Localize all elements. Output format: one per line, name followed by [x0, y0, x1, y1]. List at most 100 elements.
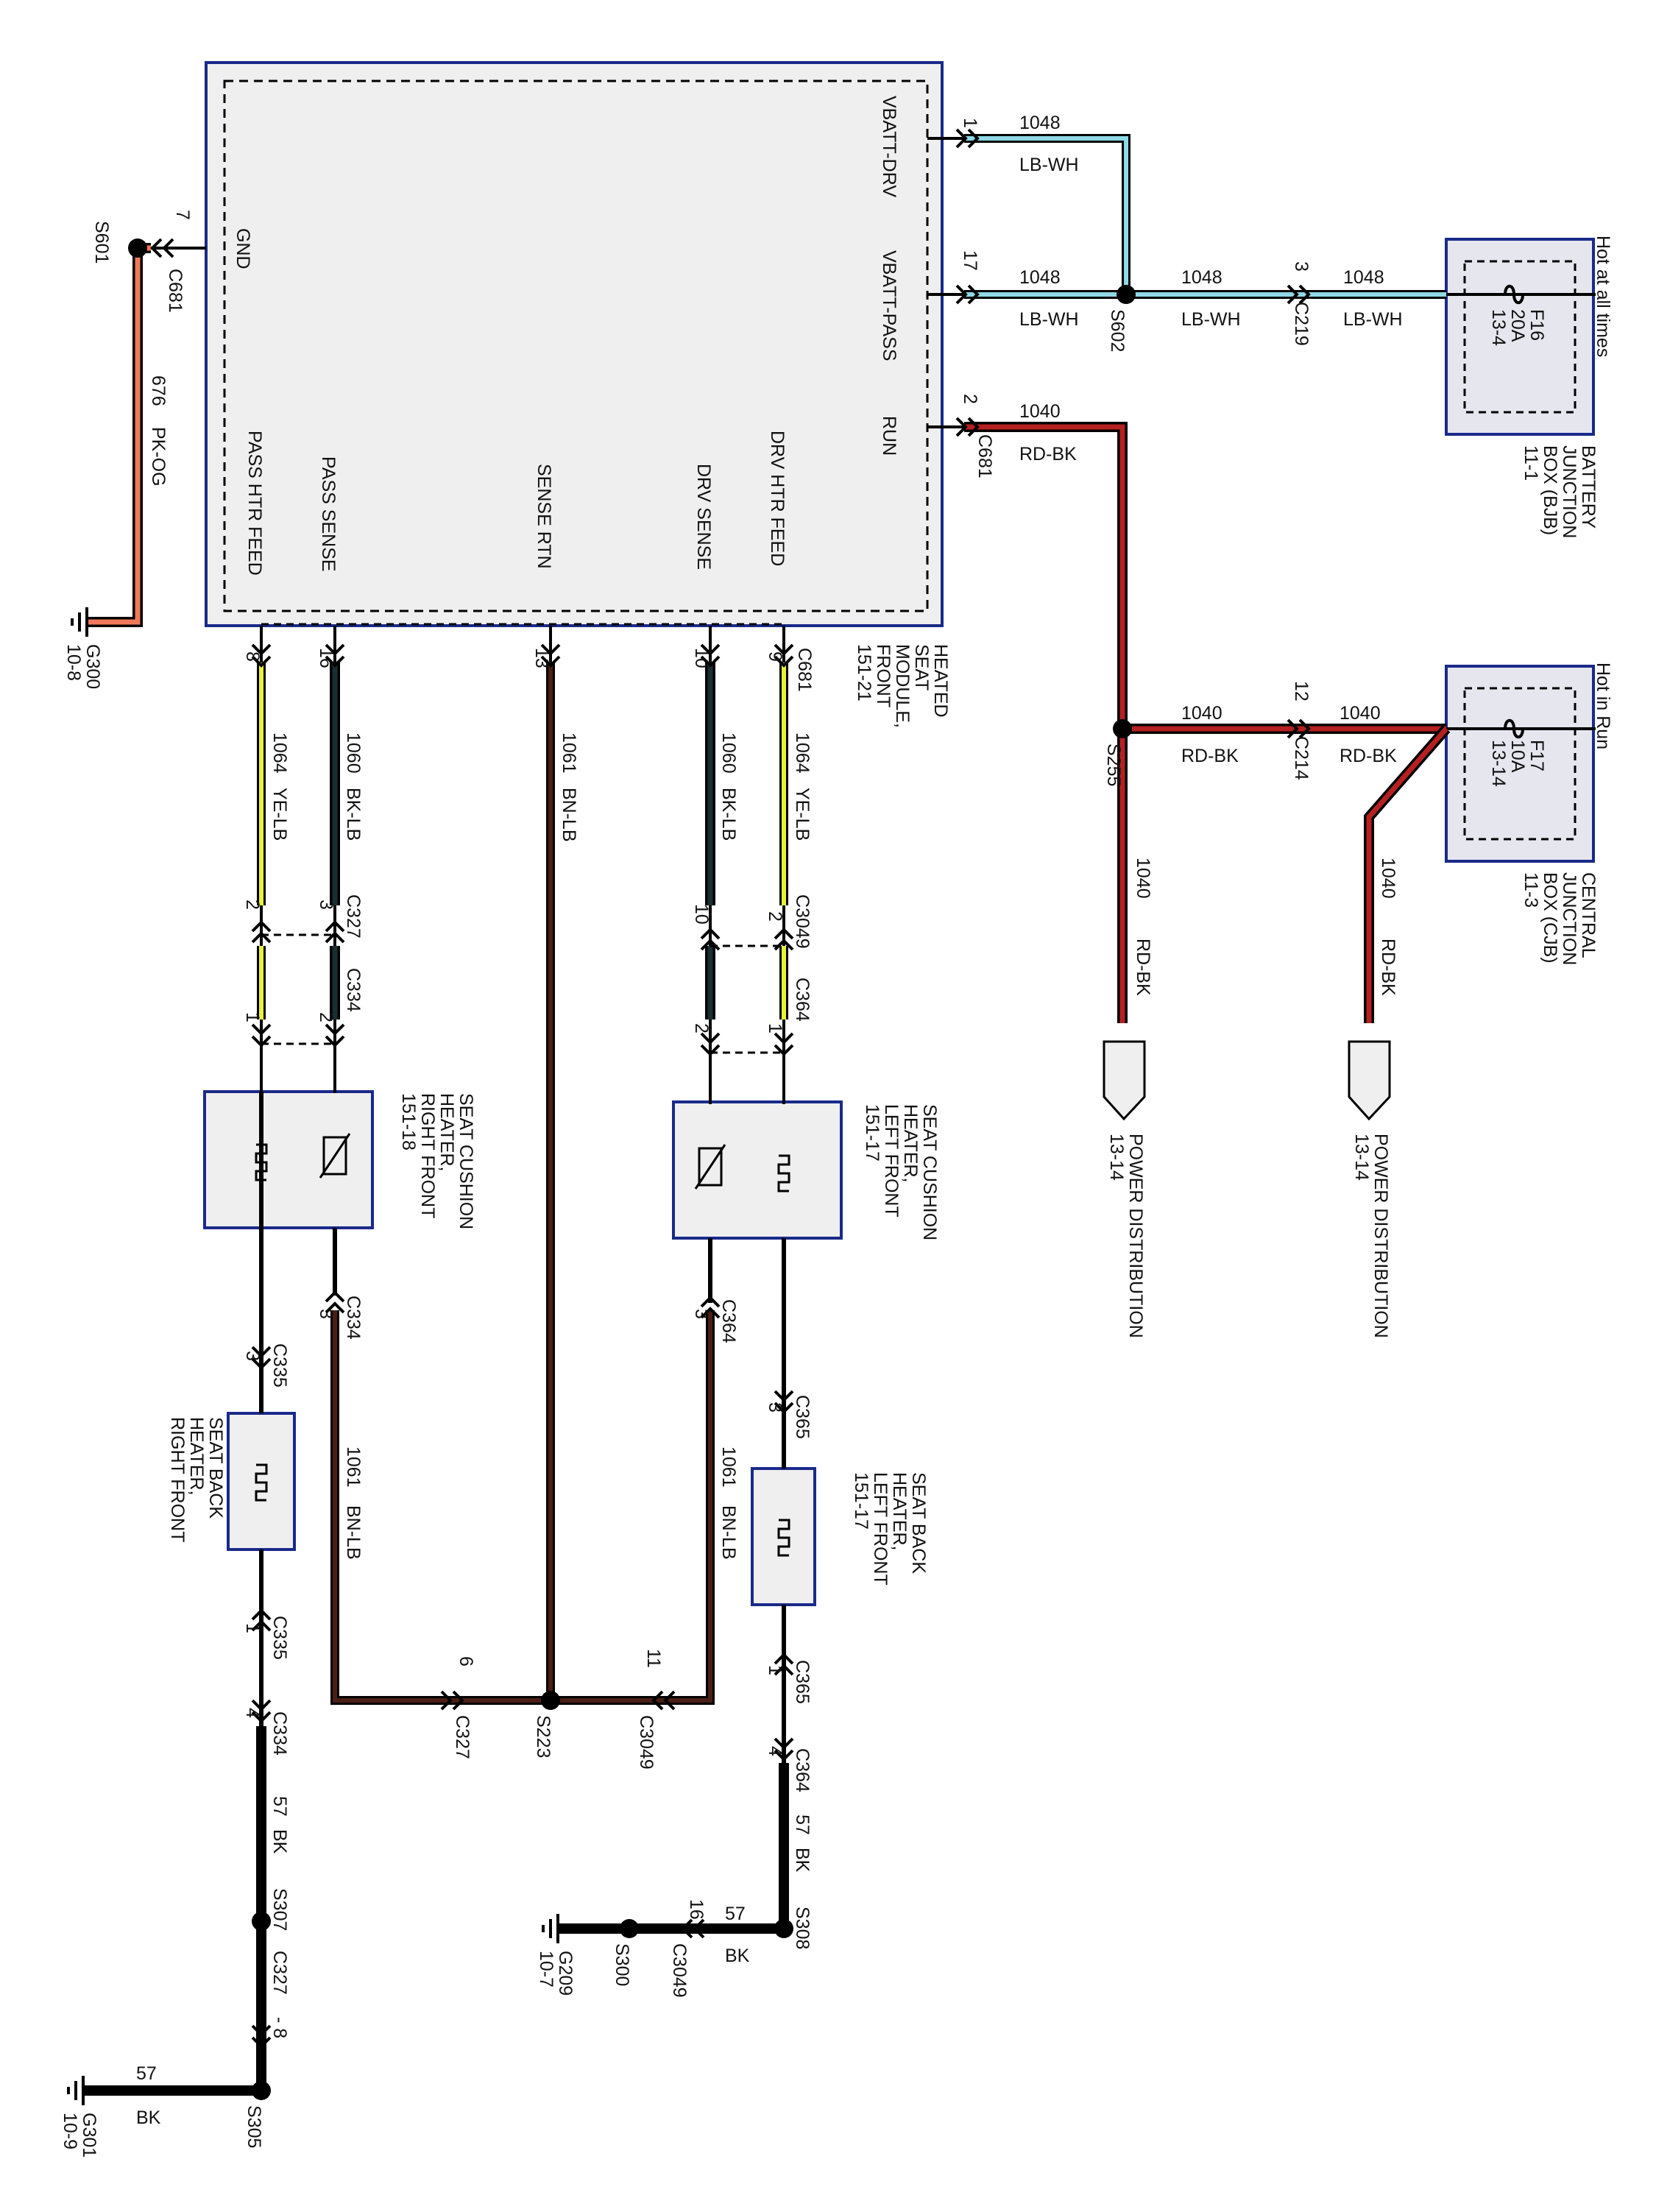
wire-57-lf — [559, 1763, 789, 1934]
wire-color-label: RD-BK — [1340, 746, 1397, 766]
power-distribution-2-label: POWER DISTRIBUTION 13-14 — [1351, 1134, 1391, 1338]
pin-gnd-label: GND — [233, 228, 253, 269]
wire-color-label: BK — [136, 2107, 161, 2128]
connector-id: C334 — [269, 1711, 290, 1756]
wire-circuit-label: 1040 — [1340, 703, 1381, 724]
wire-circuit-label: 676 — [148, 375, 169, 406]
svg-text:JUNCTION: JUNCTION — [1559, 872, 1579, 965]
connector-id: C3049 — [669, 1943, 690, 1998]
wire-circuit-label: 57 — [725, 1904, 746, 1924]
svg-text:151-21: 151-21 — [854, 644, 874, 702]
wire-color-label: RD-BK — [1133, 939, 1153, 996]
svg-text:RIGHT FRONT: RIGHT FRONT — [167, 1417, 188, 1542]
pin-number: 16 — [316, 648, 336, 668]
thermistor-lf-icon — [698, 1147, 723, 1187]
pin-number: 2 — [242, 900, 263, 910]
svg-text:13-14: 13-14 — [1106, 1134, 1127, 1181]
pin-number: 4 — [765, 1746, 785, 1756]
labels: VBATT-DRV VBATT-PASS RUN GND PASS HTR FE… — [60, 96, 1613, 2158]
connector-id: C334 — [343, 968, 364, 1012]
wire-circuit-label: 1064 — [792, 732, 813, 774]
wire-circuit-label: 1061 — [343, 1446, 364, 1488]
heater-cushion-lf-icon — [777, 1154, 790, 1192]
svg-text:POWER DISTRIBUTION: POWER DISTRIBUTION — [1125, 1134, 1146, 1338]
wire-color-label: LB-WH — [1343, 309, 1403, 330]
connector-id: C335 — [269, 1616, 290, 1660]
module-name: HEATED SEAT MODULE, FRONT 151-21 — [854, 644, 951, 728]
ground-g209-label: G209 10-7 — [536, 1951, 576, 1996]
wire-circuit-label: 57 — [269, 1796, 290, 1817]
connector-id: C364 — [718, 1299, 739, 1343]
wire-circuit-label: 1048 — [1181, 267, 1222, 288]
pin-number: 3 — [316, 1309, 336, 1319]
pin-number: 1 — [242, 1623, 263, 1633]
wire-1048-lb-wh — [964, 134, 1446, 299]
wire-circuit-label: 1060 — [718, 732, 739, 774]
wire-circuit-label: 1061 — [718, 1446, 739, 1488]
wire-color-label: LB-WH — [1181, 309, 1241, 330]
wire-circuit-label: 1040 — [1181, 703, 1222, 724]
pin-number: 12 — [1291, 681, 1312, 702]
ground-g300-icon — [71, 607, 88, 637]
heated-seat-module-box — [205, 61, 944, 627]
pin-drv-htr-feed-label: DRV HTR FEED — [767, 431, 788, 566]
back-lf-name: SEAT BACK HEATER, LEFT FRONT 151-17 — [851, 1472, 929, 1586]
connector-id: C219 — [1291, 302, 1312, 346]
cjb-name: CENTRAL JUNCTION BOX (CJB) 11-3 — [1521, 872, 1599, 965]
pin-number: 10 — [691, 648, 712, 668]
connector-id: C365 — [792, 1660, 813, 1704]
svg-text:151-17: 151-17 — [851, 1472, 871, 1530]
wire-circuit-label: 57 — [136, 2063, 157, 2084]
svg-text:HEATED: HEATED — [930, 644, 951, 718]
splice-label: S308 — [792, 1907, 813, 1949]
pin-number: 3 — [765, 1402, 785, 1413]
svg-text:G301: G301 — [79, 2113, 99, 2158]
connector-id: C335 — [269, 1343, 290, 1388]
cjb-box — [1445, 665, 1595, 863]
wire-57-rf — [85, 1726, 266, 2096]
pin-number: 9 — [765, 651, 785, 662]
pin-vbatt-pass-label: VBATT-PASS — [879, 250, 899, 361]
svg-text:SEAT CUSHION: SEAT CUSHION — [919, 1104, 940, 1240]
heated-seat-module-inner — [223, 79, 929, 612]
wire-color-label: YE-LB — [269, 788, 290, 841]
pin-sense-rtn-label: SENSE RTN — [534, 464, 554, 569]
pin-number: 1 — [960, 118, 980, 128]
svg-text:HEATER,: HEATER, — [900, 1104, 921, 1183]
pin-number: 13 — [531, 648, 552, 668]
cushion-lf-name: SEAT CUSHION HEATER, LEFT FRONT 151-17 — [862, 1104, 940, 1240]
connector-id: C327 — [269, 1951, 290, 1995]
svg-text:10-9: 10-9 — [60, 2113, 80, 2149]
svg-text:FRONT: FRONT — [873, 644, 894, 707]
svg-text:151-18: 151-18 — [398, 1093, 419, 1151]
splice-s308 — [774, 1919, 793, 1938]
wire-circuit-label: 1040 — [1133, 858, 1153, 899]
splice-s601 — [128, 238, 147, 258]
ground-symbols — [67, 607, 559, 2105]
connector-arrows — [150, 128, 1311, 2049]
connector-id: C214 — [1291, 736, 1312, 780]
pin-number: 4 — [242, 1708, 263, 1718]
pin-run-label: RUN — [879, 416, 899, 456]
ground-g209-icon — [542, 1914, 559, 1943]
power-distribution-2-icon — [1348, 1040, 1391, 1121]
svg-text:13-14: 13-14 — [1488, 740, 1509, 787]
wire-circuit-label: 1048 — [1343, 267, 1384, 288]
thermistor-rf-icon — [322, 1136, 347, 1176]
seat-cushion-heater-rf-box — [203, 1090, 374, 1229]
svg-text:13-14: 13-14 — [1351, 1134, 1372, 1181]
pin-number: 1 — [242, 1012, 263, 1022]
connector-id: C327 — [343, 894, 364, 939]
wire-color-label: RD-BK — [1181, 746, 1239, 766]
wire-circuit-label: 1061 — [559, 732, 579, 774]
bjb-fuse-text: F16 20A 13-4 — [1488, 309, 1547, 346]
splice-label: S300 — [612, 1943, 632, 1986]
wire-1061-rf — [330, 1310, 715, 1705]
svg-text:LEFT FRONT: LEFT FRONT — [870, 1472, 891, 1586]
svg-text:BOX (BJB): BOX (BJB) — [1540, 445, 1560, 535]
pin-number: 2 — [691, 1023, 712, 1033]
wire-circuit-label: 1060 — [343, 732, 364, 774]
cushion-rf-name: SEAT CUSHION HEATER, RIGHT FRONT 151-18 — [398, 1093, 476, 1229]
wire-color-label: BK — [725, 1946, 750, 1966]
